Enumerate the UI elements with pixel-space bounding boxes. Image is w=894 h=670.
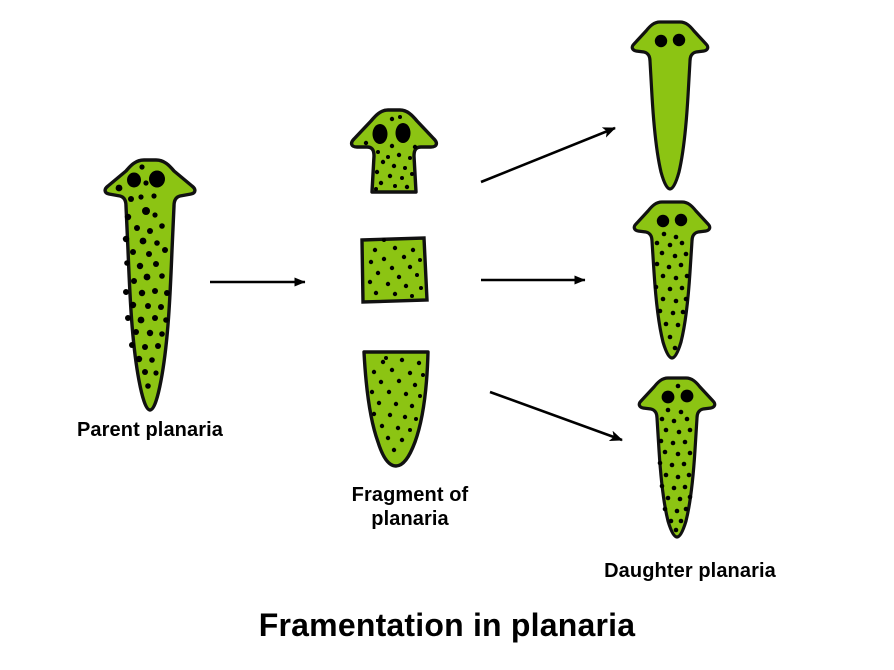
fragment-middle-spots [367, 238, 423, 298]
fragment-tail-spots [369, 356, 425, 453]
fragment-middle-body [360, 236, 429, 304]
daughter-planaria-2 [632, 200, 712, 360]
figure-title: Framentation in planaria [258, 607, 636, 643]
arrow-tail-fragment-to-daughter-3 [489, 390, 623, 442]
fragment-tail-body [362, 350, 430, 468]
daughter-planaria-1-body [630, 20, 710, 191]
fragment-tail [362, 350, 430, 468]
daughter-planaria-3 [637, 376, 717, 539]
daughter-planaria-2-eyes [656, 213, 688, 228]
parent-planaria-spots [115, 164, 170, 389]
parent-planaria-label: Parent planaria [76, 419, 223, 441]
parent-planaria-eyes [127, 170, 165, 188]
fragment-middle [360, 236, 429, 304]
parent-planaria [103, 158, 197, 412]
daughter-planaria-label: Daughter planaria [604, 560, 776, 582]
fragment-head-eyes [372, 123, 411, 144]
fragment-head-spots [363, 115, 418, 191]
arrow-head-fragment-to-daughter-1 [480, 126, 616, 184]
daughter-planaria-2-body [632, 200, 712, 360]
fragment-head-body [349, 108, 439, 194]
daughter-planaria-3-body [637, 376, 717, 539]
daughter-planaria-2-spots [653, 231, 690, 351]
parent-planaria-body [103, 158, 197, 412]
daughter-planaria-3-eyes [661, 389, 694, 404]
daughter-planaria-3-spots [657, 383, 693, 533]
fragment-head [349, 108, 439, 194]
daughter-planaria-1-eyes [654, 33, 686, 48]
fragment-of-planaria-label: Fragment of planaria [351, 484, 469, 530]
daughter-planaria-1 [630, 20, 710, 191]
